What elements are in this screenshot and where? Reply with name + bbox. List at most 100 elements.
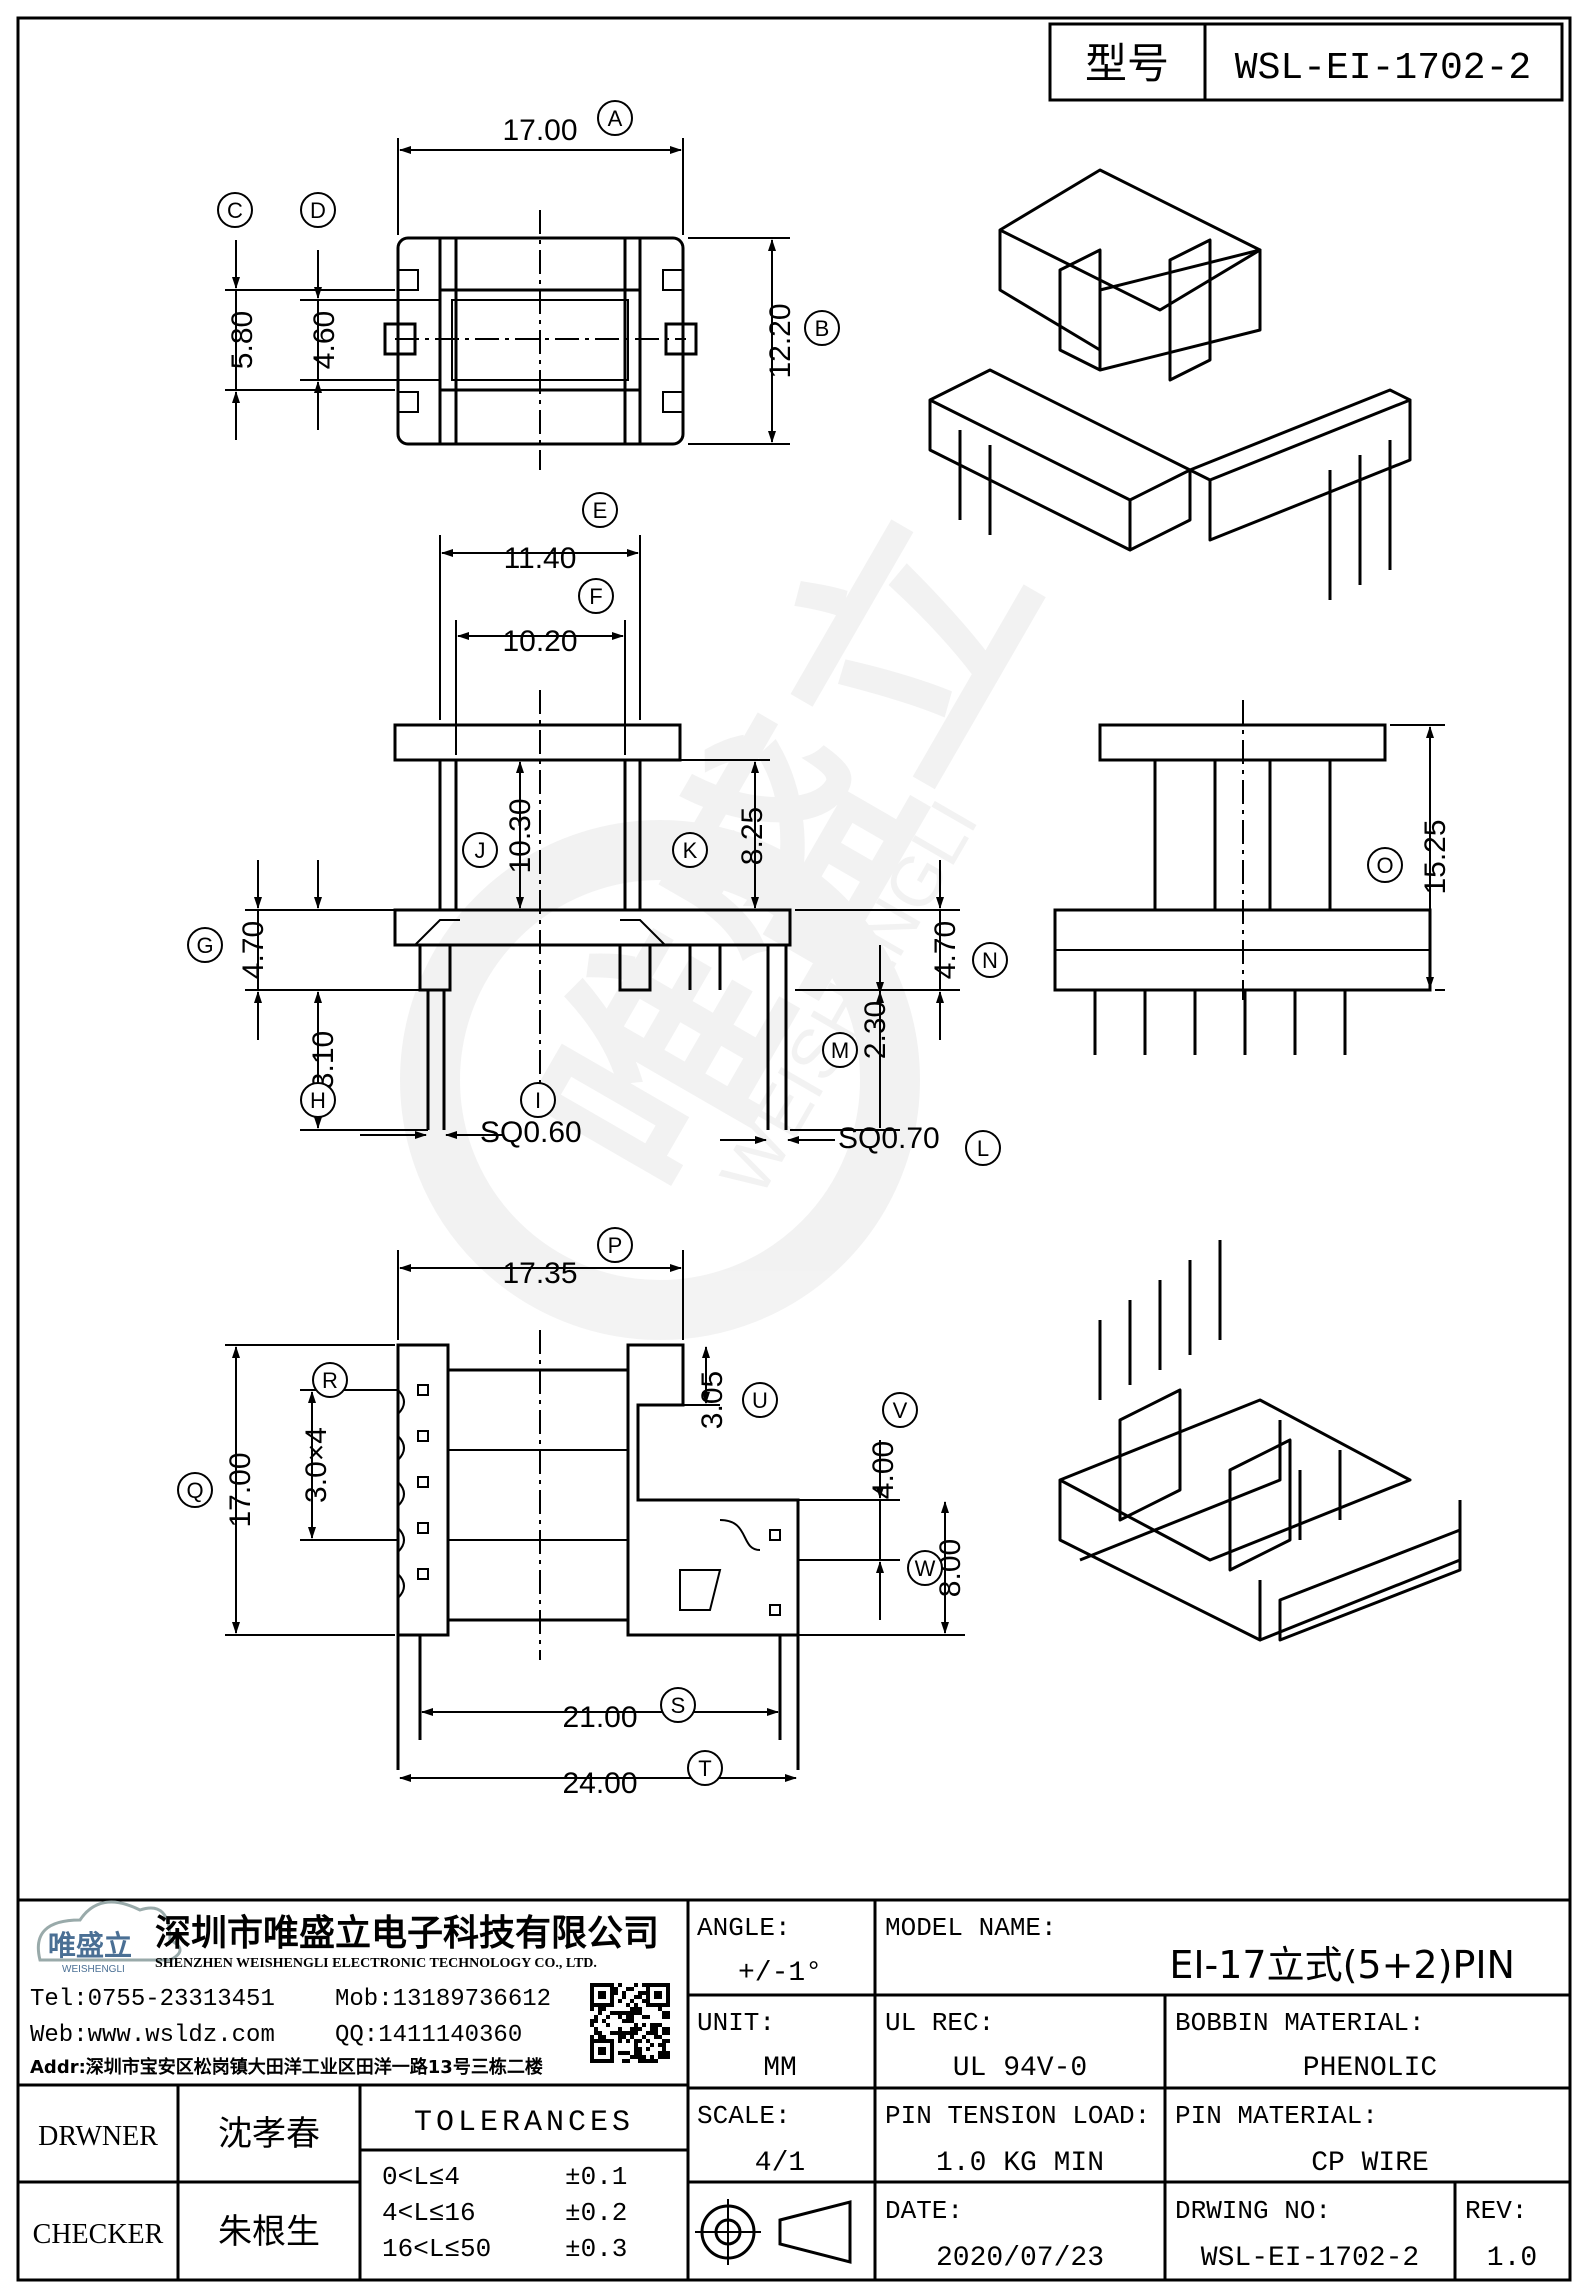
- company-logo-text: 唯盛立: [48, 1929, 132, 1962]
- callout-M: M: [822, 1032, 858, 1068]
- dim-H-value: 3.10: [307, 1031, 340, 1089]
- pin-tension-label: PIN TENSION LOAD:: [885, 2101, 1150, 2131]
- ul-rec-label: UL REC:: [885, 2008, 994, 2038]
- callout-letter: J: [475, 838, 486, 863]
- tolerance-value: ±0.3: [565, 2234, 627, 2264]
- projection-symbol: [695, 2199, 852, 2265]
- company-mob: Mob:13189736612: [335, 1986, 551, 2013]
- bottom-view-dim-text: 17.35 17.00 3.0×4 3.05 4.00 8.00 21.00 2…: [224, 1257, 967, 1800]
- callout-G: G: [187, 927, 223, 963]
- side-view-dims: [1390, 724, 1445, 991]
- angle-value: +/-1°: [738, 1958, 822, 1989]
- dim-I-value: SQ0.60: [480, 1116, 582, 1149]
- tolerance-value: ±0.2: [565, 2198, 627, 2228]
- dim-N-value: 4.70: [929, 921, 962, 979]
- tolerance-range: 4<L≤16: [382, 2198, 476, 2228]
- callout-letter: V: [893, 1398, 908, 1423]
- company-qq: QQ:1411140360: [335, 2022, 522, 2049]
- title-block: [18, 1898, 1570, 2280]
- watermark: 唯盛立 WEISHENGLI: [400, 472, 1089, 1340]
- isometric-view-top: [928, 168, 1412, 600]
- isometric-view-bottom: [1058, 1240, 1462, 1642]
- dim-A-value: 17.00: [502, 114, 577, 147]
- front-view-dims: [245, 535, 960, 1144]
- callout-U: U: [742, 1382, 778, 1418]
- callout-letter: F: [589, 584, 602, 609]
- dim-V-value: 4.00: [867, 1441, 900, 1499]
- unit-value: MM: [763, 2053, 797, 2084]
- callout-V: V: [882, 1392, 918, 1428]
- title-block-text: 深圳市唯盛立电子科技有限公司 SHENZHEN WEISHENGLI ELECT…: [30, 1913, 1537, 2274]
- callout-letter: P: [608, 1233, 623, 1258]
- dim-K-value: 8.25: [736, 807, 769, 865]
- callout-letter: T: [698, 1756, 711, 1781]
- company-logo-sub: WEISHENGLI: [62, 1964, 125, 1975]
- drawer-label: DRWNER: [38, 2121, 158, 2152]
- drawer-name: 沈孝春: [218, 2114, 320, 2154]
- header-model-box: 型号 WSL-EI-1702-2: [1048, 22, 1564, 102]
- callout-letter: A: [608, 106, 623, 131]
- callout-letter: Q: [186, 1478, 203, 1503]
- tolerances-title: TOLERANCES: [414, 2106, 634, 2140]
- top-view-dims: [225, 138, 790, 445]
- model-name-label: MODEL NAME:: [885, 1913, 1057, 1943]
- callout-C: C: [217, 192, 253, 228]
- dim-B-value: 12.20: [764, 303, 797, 378]
- company-logo: 唯盛立 WEISHENGLI: [37, 1900, 182, 1975]
- checker-label: CHECKER: [33, 2219, 164, 2250]
- ul-rec-value: UL 94V-0: [953, 2053, 1087, 2084]
- date-value: 2020/07/23: [936, 2243, 1104, 2274]
- dim-P-value: 17.35: [502, 1257, 577, 1290]
- front-view: [393, 690, 792, 1130]
- company-name-en: SHENZHEN WEISHENGLI ELECTRONIC TECHNOLOG…: [155, 1956, 597, 1971]
- callout-H: H: [300, 1082, 336, 1118]
- tolerance-value: ±0.1: [565, 2162, 627, 2192]
- company-address: Addr:深圳市宝安区松岗镇大田洋工业区田洋一路13号三栋二楼: [30, 2056, 543, 2078]
- callout-letter: E: [593, 498, 608, 523]
- model-name-value: EI-17立式(5+2)PIN: [1169, 1943, 1515, 1987]
- front-view-dim-text: 11.40 10.20 10.30 8.25 4.70 3.10 4.70 2.…: [237, 542, 962, 1155]
- dim-Q-value: 17.00: [224, 1452, 257, 1527]
- callout-B: B: [804, 310, 840, 346]
- callout-Q: Q: [177, 1472, 213, 1508]
- callout-letter: O: [1376, 853, 1393, 878]
- callout-O: O: [1367, 847, 1403, 883]
- callout-R: R: [312, 1362, 348, 1398]
- dim-M-value: 2.30: [859, 1001, 892, 1059]
- callout-A: A: [597, 100, 633, 136]
- callout-W: W: [907, 1550, 943, 1586]
- revision-label: REV:: [1465, 2196, 1527, 2226]
- dim-T-value: 24.00: [562, 1767, 637, 1800]
- dim-C-value: 5.80: [226, 311, 259, 369]
- pin-tension-value: 1.0 KG MIN: [936, 2148, 1104, 2179]
- dim-G-value: 4.70: [237, 921, 270, 979]
- dim-O-value: 15.25: [1419, 819, 1452, 894]
- tolerance-range: 16<L≤50: [382, 2234, 491, 2264]
- pin-material-value: CP WIRE: [1311, 2148, 1429, 2179]
- callout-letter: C: [227, 198, 243, 223]
- dim-D-value: 4.60: [308, 311, 341, 369]
- dim-R-value: 3.0×4: [300, 1427, 333, 1503]
- dim-S-value: 21.00: [562, 1701, 637, 1734]
- callout-letter: L: [977, 1136, 989, 1161]
- dim-U-value: 3.05: [696, 1371, 729, 1429]
- callout-J: J: [462, 832, 498, 868]
- bobbin-material-value: PHENOLIC: [1303, 2053, 1437, 2084]
- drawing-number-value: WSL-EI-1702-2: [1201, 2243, 1419, 2274]
- callout-I: I: [520, 1082, 556, 1118]
- side-view: [1053, 700, 1432, 1055]
- callout-K: K: [672, 832, 708, 868]
- tolerance-range: 0<L≤4: [382, 2162, 460, 2192]
- sheet-border: [16, 16, 1572, 2282]
- company-name-cn: 深圳市唯盛立电子科技有限公司: [155, 1913, 659, 1954]
- callout-letter: S: [671, 1693, 686, 1718]
- top-view: [383, 210, 698, 470]
- callout-letter: W: [915, 1556, 936, 1581]
- dim-J-value: 10.30: [504, 798, 537, 873]
- callout-D: D: [300, 192, 336, 228]
- company-web: Web:www.wsldz.com: [30, 2022, 275, 2049]
- angle-label: ANGLE:: [697, 1913, 791, 1943]
